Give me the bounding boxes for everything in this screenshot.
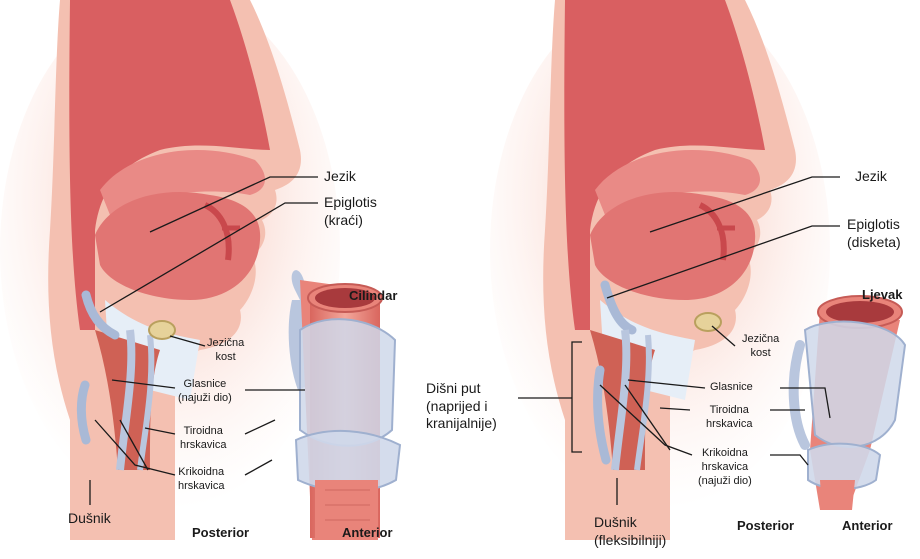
label-airway-line3: kranijalnije) [426,415,497,433]
label-trachea-right-line2: (fleksibilniji) [594,532,666,550]
label-airway-line2: (naprijed i [426,398,497,416]
label-airway-line1: Dišni put [426,380,497,398]
right-larynx-funnel [794,296,905,510]
label-thyroid-right: Tiroidna hrskavica [706,404,752,432]
label-epiglottis-right: Epiglotis (disketa) [847,216,901,251]
label-hyoid-right-line1: Jezična [742,333,779,347]
label-cricoid-right-line2: hrskavica [698,461,752,475]
left-larynx-cylinder [289,270,400,540]
label-cricoid-right-line3: (najuži dio) [698,475,752,489]
label-hyoid-left-line1: Jezična [207,337,244,351]
label-hyoid-left-line2: kost [207,351,244,365]
label-airway-right: Dišni put (naprijed i kranijalnije) [426,380,497,433]
left-head-illustration [0,0,340,540]
label-cricoid-left-line1: Krikoidna [178,466,224,480]
label-epiglottis-right-line2: (disketa) [847,234,901,252]
label-thyroid-left: Tiroidna hrskavica [180,425,226,453]
label-epiglottis-left-line2: (kraći) [324,212,377,230]
label-cricoid-left: Krikoidna hrskavica [178,466,224,494]
right-head-illustration [490,0,830,540]
label-hyoid-right: Jezična kost [742,333,779,361]
label-posterior-right: Posterior [737,518,794,534]
label-thyroid-right-line2: hrskavica [706,418,752,432]
label-vocal-left: Glasnice (najuži dio) [178,378,232,406]
label-epiglottis-left-line1: Epiglotis [324,194,377,212]
label-vocal-left-line2: (najuži dio) [178,392,232,406]
label-vocal-right: Glasnice [710,381,753,395]
right-panel-title: Ljevak [862,287,902,303]
label-epiglottis-left: Epiglotis (kraći) [324,194,377,229]
label-trachea-left: Dušnik [68,510,111,528]
label-anterior-right: Anterior [842,518,893,534]
label-tongue-left: Jezik [324,168,356,186]
label-cricoid-right: Krikoidna hrskavica (najuži dio) [698,447,752,488]
label-cricoid-left-line2: hrskavica [178,480,224,494]
left-panel-title: Cilindar [349,288,397,304]
leader-cricoid-right-3 [770,455,808,465]
label-trachea-right: Dušnik (fleksibilniji) [594,514,666,549]
label-thyroid-left-line2: hrskavica [180,439,226,453]
label-thyroid-left-line1: Tiroidna [180,425,226,439]
label-thyroid-right-line1: Tiroidna [706,404,752,418]
label-hyoid-left: Jezična kost [207,337,244,365]
label-cricoid-right-line1: Krikoidna [698,447,752,461]
label-vocal-left-line1: Glasnice [178,378,232,392]
label-trachea-right-line1: Dušnik [594,514,666,532]
label-posterior-left: Posterior [192,525,249,541]
label-anterior-left: Anterior [342,525,393,541]
label-epiglottis-right-line1: Epiglotis [847,216,901,234]
label-tongue-right: Jezik [855,168,887,186]
label-hyoid-right-line2: kost [742,347,779,361]
